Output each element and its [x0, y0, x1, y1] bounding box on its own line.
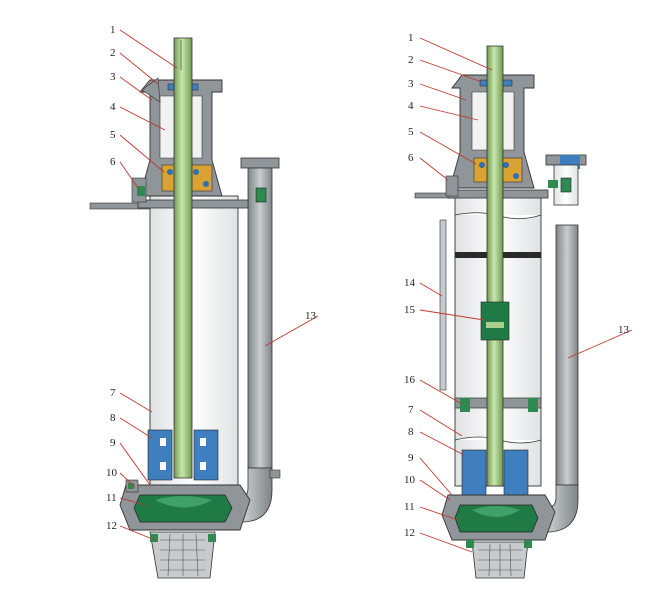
- right-label-8: 8: [408, 426, 414, 438]
- right-label-16: 16: [404, 374, 416, 386]
- right-labels: 1 2 3 4 5 6 14 15 16 7 8 9 10 11 12 13: [404, 32, 630, 539]
- left-pump-casing: [119, 479, 251, 531]
- right-label-12: 12: [404, 527, 415, 539]
- left-shaft: [173, 37, 193, 479]
- right-shaft: [486, 45, 504, 487]
- left-label-5: 5: [110, 129, 116, 141]
- left-label-9: 9: [110, 437, 116, 449]
- right-label-9: 9: [408, 452, 414, 464]
- left-label-13: 13: [305, 310, 317, 322]
- right-leaders: [419, 37, 633, 553]
- right-label-5: 5: [408, 126, 414, 138]
- right-label-13: 13: [618, 324, 630, 336]
- left-label-3: 3: [110, 71, 116, 83]
- right-label-15: 15: [404, 304, 416, 316]
- left-label-11: 11: [106, 492, 117, 504]
- right-label-7: 7: [408, 404, 414, 416]
- right-label-6: 6: [408, 152, 414, 164]
- right-label-2: 2: [408, 54, 414, 66]
- right-label-14: 14: [404, 277, 416, 289]
- left-label-7: 7: [110, 387, 116, 399]
- right-label-3: 3: [408, 78, 414, 90]
- left-label-4: 4: [110, 101, 116, 113]
- left-label-1: 1: [110, 24, 116, 36]
- left-lower-bearing: [147, 429, 219, 481]
- right-pump: [414, 37, 633, 579]
- right-label-10: 10: [404, 474, 416, 486]
- left-labels: 1 2 3 4 5 6 7 8 9 10 11 12 13: [106, 24, 317, 532]
- right-label-1: 1: [408, 32, 414, 44]
- left-label-10: 10: [106, 467, 118, 479]
- left-pump: [89, 29, 319, 579]
- left-label-6: 6: [110, 156, 116, 168]
- left-strainer: [149, 531, 216, 579]
- right-label-11: 11: [404, 501, 415, 513]
- left-label-2: 2: [110, 47, 116, 59]
- right-label-4: 4: [408, 100, 414, 112]
- right-coupling: [480, 301, 510, 341]
- left-label-12: 12: [106, 520, 117, 532]
- right-strainer: [466, 540, 532, 579]
- left-leaders: [119, 29, 319, 541]
- left-label-8: 8: [110, 412, 116, 424]
- right-pump-casing: [441, 494, 556, 541]
